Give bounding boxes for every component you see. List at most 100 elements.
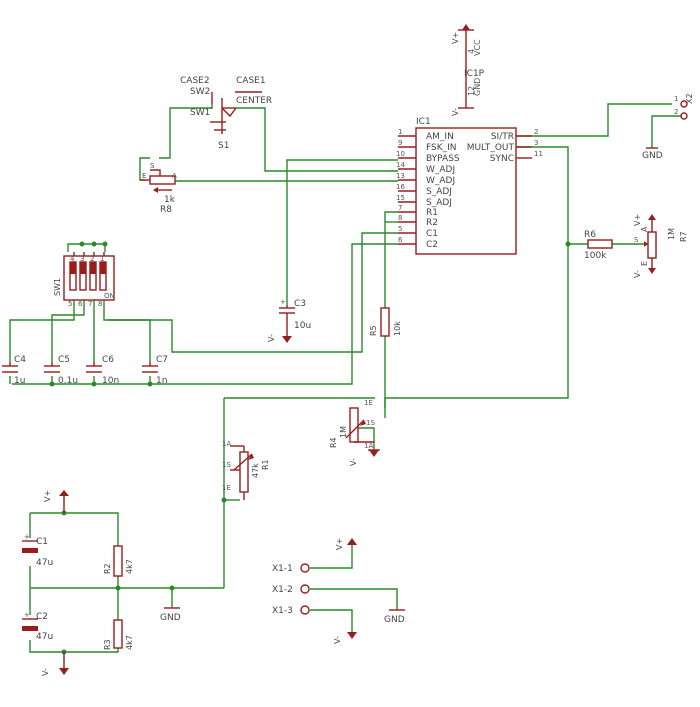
r1-pin-s: 1S bbox=[222, 461, 231, 469]
ic1-pin-name: R1 bbox=[426, 208, 438, 218]
ic1p-vminus-label: V- bbox=[451, 108, 460, 116]
sw1-pin-bottom: 7 bbox=[88, 300, 92, 308]
pot-r4: 1E 1S 1A 1M R4 V- bbox=[329, 399, 380, 466]
s1-sw1-label: SW1 bbox=[190, 108, 210, 118]
r5-label: R5 bbox=[369, 325, 378, 336]
resistor-r6: R6 100k bbox=[584, 230, 613, 261]
cap-c3: + C3 10u V- bbox=[267, 298, 311, 343]
c1-plus: + bbox=[24, 533, 30, 541]
ic1-pin-num: 15 bbox=[396, 194, 405, 202]
ic1-pin-name: W_ADJ bbox=[426, 165, 455, 175]
pot-r7: V+ V- A S E 1M R7 bbox=[633, 214, 688, 278]
x1-pin-2: X1-2 bbox=[272, 585, 293, 595]
ic1p-gnd-label: GND bbox=[473, 78, 482, 96]
ic1p-pin-bottom: 12 bbox=[467, 86, 476, 96]
ic1-pin-num: 6 bbox=[398, 236, 403, 244]
ic1-pin-name: AM_IN bbox=[426, 132, 454, 142]
x1-gnd-label: GND bbox=[384, 615, 405, 625]
r6-value: 100k bbox=[584, 251, 607, 261]
ic1p: V+ 4 VCC IC1P 12 GND V- bbox=[451, 24, 485, 116]
ic1-pin-num: 9 bbox=[398, 139, 402, 147]
ic1-pin-name: BYPASS bbox=[426, 154, 460, 164]
ic1p-pin-top: 4 bbox=[467, 49, 476, 54]
c2-value: 47u bbox=[36, 632, 53, 642]
sw1-pin-bottom: 5 bbox=[68, 300, 72, 308]
c1-label: C1 bbox=[36, 537, 48, 547]
r7-label: R7 bbox=[679, 231, 688, 242]
ic1-pin-name: SI/TR bbox=[491, 132, 514, 142]
c4-value: 1u bbox=[14, 376, 25, 386]
r6-label: R6 bbox=[584, 230, 596, 240]
ic1-pin-num: 2 bbox=[534, 128, 538, 136]
sw1-pin-top: 2 bbox=[90, 255, 94, 263]
ic1-pin-name: S_ADJ bbox=[426, 198, 452, 208]
c2-plus: + bbox=[24, 611, 30, 619]
r7-pin-a: A bbox=[640, 226, 649, 232]
r4-pin-s: 1S bbox=[366, 419, 375, 427]
c6-value: 10n bbox=[102, 376, 119, 386]
ic1-pin-name: C2 bbox=[426, 240, 438, 250]
r4-supply-label: V- bbox=[349, 458, 358, 466]
ic1-pin-name: R2 bbox=[426, 218, 438, 228]
ic1-pin-name: FSK_IN bbox=[426, 143, 457, 153]
connector-x1: X1-1 X1-2 X1-3 V+ GND V- bbox=[272, 538, 405, 644]
sw1-label: SW1 bbox=[53, 278, 62, 296]
sw1-on-label: ON bbox=[104, 292, 115, 300]
ic1-pin-name: C1 bbox=[426, 229, 438, 239]
ic1-pin-num: 8 bbox=[398, 214, 402, 222]
r1-value: 47k bbox=[251, 463, 260, 478]
r1-pin-e: 1E bbox=[222, 484, 231, 492]
ic1-pin-num: 16 bbox=[396, 183, 405, 191]
s1-sw2-label: SW2 bbox=[190, 87, 210, 97]
r8-value: 1k bbox=[164, 195, 176, 205]
ic1-pin-name: W_ADJ bbox=[426, 176, 455, 186]
r8-pin-s: S bbox=[150, 162, 155, 170]
s1-case2-label: CASE2 bbox=[180, 76, 210, 86]
r4-pin-e: 1E bbox=[364, 399, 373, 407]
r7-pin-e: E bbox=[640, 261, 649, 266]
x1-vminus-label: V- bbox=[333, 636, 342, 644]
ic1-pin-name: SYNC bbox=[490, 154, 514, 164]
ic1p-vplus-label: V+ bbox=[451, 32, 460, 44]
x1-pin-1: X1-1 bbox=[272, 564, 293, 574]
c3-supply-label: V- bbox=[267, 334, 276, 342]
cap-bank: C4 1u C5 0.1u C6 10n C7 1n bbox=[2, 355, 168, 386]
r4-value: 1M bbox=[339, 426, 348, 438]
r8-pin-e: E bbox=[142, 172, 146, 180]
x2-pin-2: 2 bbox=[674, 108, 678, 116]
c7-label: C7 bbox=[156, 355, 168, 365]
r1-pin-a: 1A bbox=[222, 440, 231, 448]
pot-r1: 1A 1S 1E 47k R1 bbox=[222, 440, 270, 500]
c4-label: C4 bbox=[14, 355, 26, 365]
ic1-pin-name: S_ADJ bbox=[426, 187, 452, 197]
connector-x2: 1 2 X2 GND bbox=[642, 93, 694, 161]
c3-label: C3 bbox=[294, 299, 306, 309]
sw1-pin-bottom: 8 bbox=[98, 300, 102, 308]
r7-vplus-label: V+ bbox=[633, 214, 642, 226]
r2-label: R2 bbox=[103, 563, 112, 574]
ic1: IC1 1 9 10 14 13 16 15 7 8 5 6 AM_IN bbox=[396, 117, 543, 255]
r4-pin-a: 1A bbox=[364, 442, 373, 450]
resistor-r5: R5 10k bbox=[369, 307, 402, 337]
r3-label: R3 bbox=[103, 639, 112, 650]
ic1-pin-num: 13 bbox=[396, 172, 405, 180]
c1-value: 47u bbox=[36, 558, 53, 568]
r7-pin-s: S bbox=[634, 236, 639, 244]
ic1-pin-num: 10 bbox=[396, 150, 405, 158]
s1-center-label: CENTER bbox=[236, 96, 272, 106]
ic1-pin-name: MULT_OUT bbox=[467, 143, 515, 153]
ic1-right-pins: 2 3 11 SI/TR MULT_OUT SYNC bbox=[467, 128, 543, 164]
x1-pin-3: X1-3 bbox=[272, 606, 293, 616]
sw1-pin-top: 3 bbox=[80, 255, 84, 263]
ic1-pin-num: 3 bbox=[534, 139, 538, 147]
x2-pin-1: 1 bbox=[674, 95, 678, 103]
r1-label: R1 bbox=[261, 459, 270, 470]
ic1p-label: IC1P bbox=[464, 69, 485, 79]
r7-vminus-label: V- bbox=[633, 270, 642, 278]
c5-label: C5 bbox=[58, 355, 70, 365]
r8-pin-a: A bbox=[172, 172, 177, 180]
ic1-pin-num: 11 bbox=[534, 150, 543, 158]
ic1-pin-num: 14 bbox=[396, 161, 405, 169]
r2-value: 4k7 bbox=[125, 559, 134, 574]
